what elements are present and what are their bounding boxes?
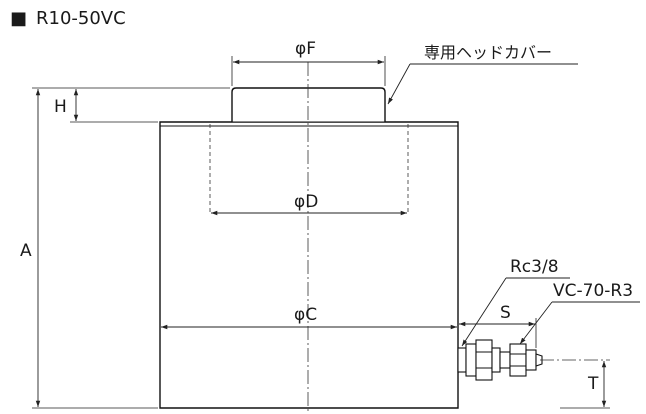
s-label: S — [500, 303, 511, 323]
phi-f-label: φF — [295, 39, 316, 59]
head-cover — [231, 87, 386, 122]
head-cover-leader — [387, 63, 411, 105]
a-label: A — [20, 241, 32, 261]
h-label: H — [54, 97, 67, 117]
port-leader — [461, 277, 507, 347]
cylinder-body — [159, 121, 459, 409]
phi-c-label: φC — [294, 305, 317, 325]
model-title: R10-50VC — [36, 8, 126, 29]
phi-d-label: φD — [294, 192, 318, 212]
coupler-label: VC-70-R3 — [553, 281, 633, 301]
title: ■ R10-50VC — [10, 8, 126, 29]
coupler-fitting — [457, 339, 543, 381]
port-label: Rc3/8 — [510, 257, 559, 277]
coupler-leader — [519, 301, 553, 345]
head-cover-label: 専用ヘッドカバー — [424, 43, 552, 62]
title-square: ■ — [10, 8, 27, 29]
t-label: T — [587, 374, 599, 394]
